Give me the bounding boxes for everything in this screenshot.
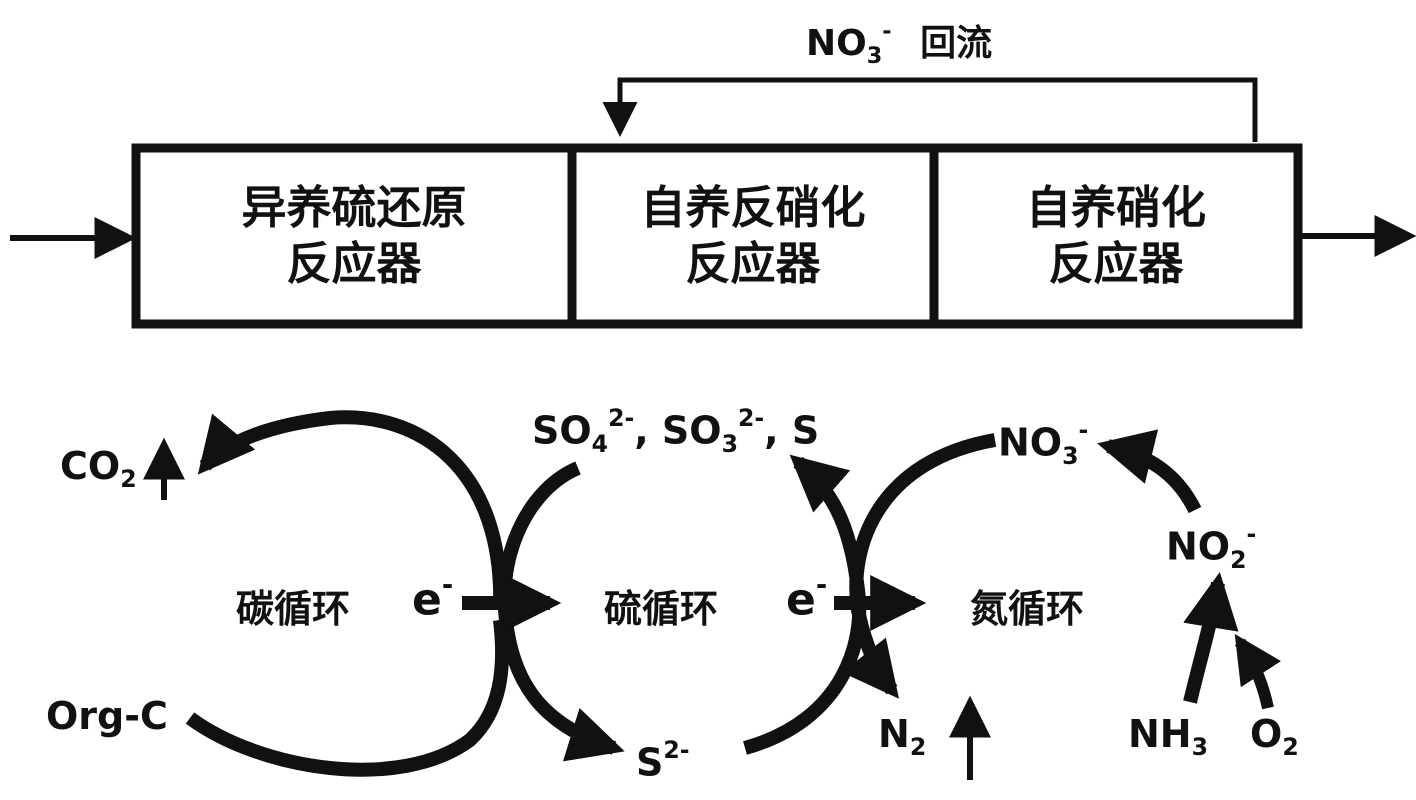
recycle-species: NO (806, 23, 867, 64)
reactor-2-line-1: 自养反硝化 (640, 181, 866, 234)
nitrogen-arc-left (842, 433, 997, 699)
reactor-autotrophic-denitrification: 自养反硝化 反应器 (572, 148, 934, 324)
reactor-box-3 (929, 143, 1303, 329)
org-c-label: Org-C (46, 694, 168, 738)
reactor-heterotrophic-sulfate-reduction: 异养硫还原 反应器 (136, 148, 572, 324)
n2-label: N2 (878, 712, 927, 762)
sulfur-cycle-label: 硫循环 (604, 587, 719, 631)
recycle-text: 回流 (920, 23, 993, 64)
nh3-to-no2-arrow (1183, 571, 1239, 704)
sulfide-label: S2- (636, 736, 690, 785)
electron-label-1: e- (412, 570, 454, 626)
electron-label-2: e- (786, 570, 828, 626)
recycle-line (602, 77, 1258, 142)
nitrogen-arc-right (1097, 429, 1202, 514)
o2-input-arrow (1234, 633, 1282, 710)
o2-label: O2 (1250, 712, 1299, 762)
reactor-3-line-1: 自养硝化 (1025, 181, 1206, 234)
reactor-3-line-2: 反应器 (1048, 237, 1184, 290)
nh3-label: NH3 (1128, 712, 1208, 762)
reactor-1-line-1: 异养硫还原 (241, 181, 467, 234)
carbon-arc-top (197, 410, 508, 611)
reactor-autotrophic-nitrification: 自养硝化 反应器 (934, 148, 1298, 324)
carbon-arc-bottom (185, 619, 510, 777)
nitrate-label: NO3- (998, 416, 1089, 470)
recycle-species-subscript: 3 (866, 42, 883, 69)
reactor-1-line-2: 反应器 (286, 237, 422, 290)
nitrite-label: NO2- (1166, 520, 1257, 574)
co2-label: CO2 (60, 444, 137, 494)
nitrogen-cycle-label: 氮循环 (970, 587, 1085, 631)
sulfur-arc-left (497, 461, 625, 762)
sulfur-oxidized-species-label: SO42-, SO32-, S (532, 404, 820, 458)
reactor-2-line-2: 反应器 (685, 237, 821, 290)
carbon-cycle-label: 碳循环 (236, 587, 351, 631)
recycle-species-charge: - (882, 18, 892, 45)
recycle-label: NO3- 回流 (806, 14, 992, 69)
